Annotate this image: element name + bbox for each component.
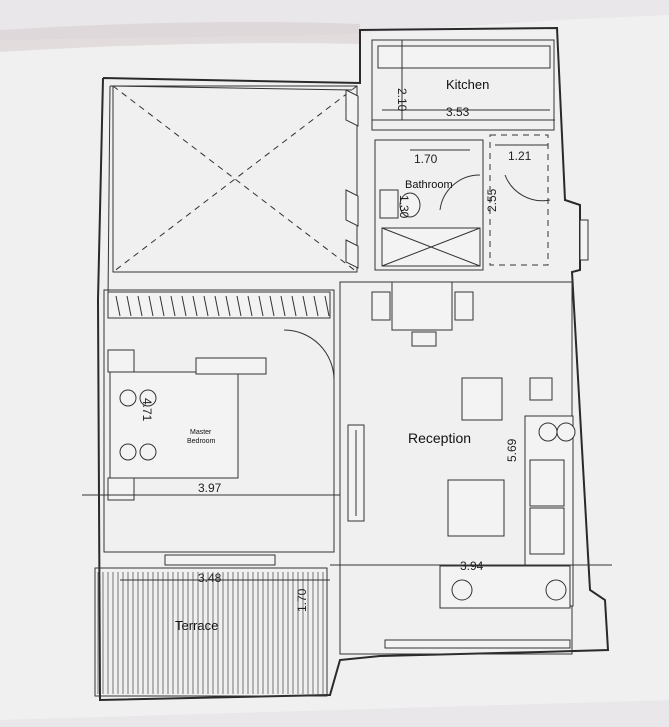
- wardrobe-hatch-line: [115, 295, 121, 317]
- reception-label: Reception: [408, 430, 471, 446]
- wardrobe-hatch-line: [269, 295, 275, 317]
- wardrobe-hatch-line: [148, 295, 154, 317]
- wardrobe-hatch-line: [280, 295, 286, 317]
- kitchen-depth-dim: 2.10: [395, 88, 409, 112]
- wardrobe-hatch-line: [137, 295, 143, 317]
- wardrobe-hatch-line: [170, 295, 176, 317]
- wardrobe-hatch-line: [159, 295, 165, 317]
- wardrobe-hatch-line: [225, 295, 231, 317]
- reception-room: Reception 5.69 3.94: [330, 281, 612, 655]
- kitchen-label: Kitchen: [446, 77, 489, 92]
- wardrobe-hatch-line: [214, 295, 220, 317]
- kitchen-width-dim: 3.53: [446, 105, 470, 119]
- kitchen-room: Kitchen 3.53 2.10: [371, 39, 555, 131]
- wardrobe-hatch-line: [247, 295, 253, 317]
- terrace-depth-dim: 1.70: [295, 588, 309, 612]
- bedroom-width-dim: 3.97: [198, 481, 222, 495]
- wardrobe-hatch-line: [258, 295, 264, 317]
- terrace-label: Terrace: [175, 618, 218, 633]
- wardrobe-hatch-line: [324, 295, 330, 317]
- hall-width-dim: 1.21: [508, 149, 532, 163]
- bedroom-depth-dim: 4.71: [140, 398, 154, 422]
- bedroom-label-line2: Bedroom: [187, 438, 216, 445]
- wardrobe-hatch-line: [291, 295, 297, 317]
- bedroom-room: 4.71 Master Bedroom 3.97: [82, 289, 340, 553]
- void-area: [112, 85, 358, 273]
- wardrobe-hatch-line: [302, 295, 308, 317]
- wardrobe-hatch-line: [181, 295, 187, 317]
- hall-depth-dim: 2.55: [485, 188, 499, 212]
- wardrobe-hatch-line: [313, 295, 319, 317]
- bathroom-label: Bathroom: [405, 179, 453, 191]
- wardrobe-hatch-line: [203, 295, 209, 317]
- bathroom-room: 1.70 Bathroom 1.30: [374, 139, 484, 271]
- wardrobe-hatch-line: [126, 295, 132, 317]
- window-symbols: [345, 89, 589, 269]
- bath-small-dim: 1.30: [397, 195, 411, 219]
- bath-width-dim: 1.70: [414, 152, 438, 166]
- wardrobe-hatch-line: [236, 295, 242, 317]
- terrace-width-dim: 3.48: [198, 571, 222, 585]
- terrace-area: 3.48 Terrace 1.70: [94, 554, 330, 697]
- reception-width-dim: 3.94: [460, 559, 484, 573]
- wardrobe-hatch-line: [192, 295, 198, 317]
- bedroom-label-line1: Master: [190, 429, 212, 436]
- hall-area: 1.21 2.55: [485, 134, 551, 266]
- reception-depth-dim: 5.69: [505, 438, 519, 462]
